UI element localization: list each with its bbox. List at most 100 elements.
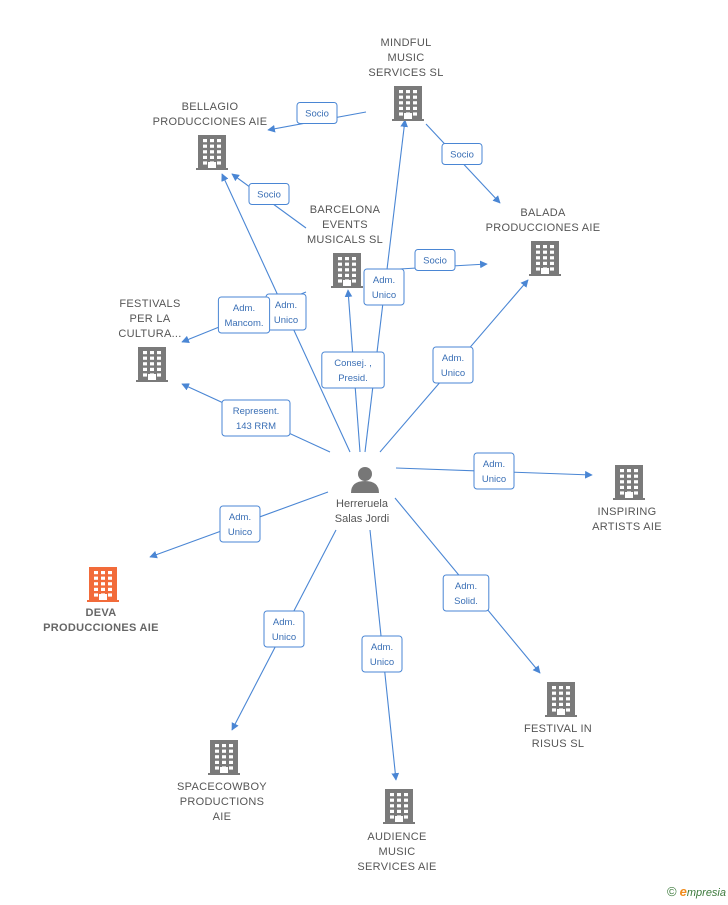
edge-label-box <box>217 296 271 334</box>
edge-label-6[interactable]: Consej. , Presid. <box>321 351 385 389</box>
building-icon <box>383 789 415 824</box>
edge-label-12[interactable]: Adm.Solid. <box>442 574 490 612</box>
node-label-line: MUSICALS SL <box>307 234 383 246</box>
edge-label-text: Adm. <box>275 300 297 311</box>
node-label-line: SPACECOWBOY <box>177 781 267 793</box>
building-icon <box>208 740 240 775</box>
node-label-line: FESTIVAL IN <box>524 723 592 735</box>
edge-label-text: Unico <box>482 474 506 485</box>
company-node-barcelona[interactable]: BARCELONA EVENTS MUSICALS SL <box>307 204 383 288</box>
edge-label-text: Adm. <box>442 353 464 364</box>
node-label-line: INSPIRING <box>598 506 657 518</box>
node-label-line: AUDIENCE <box>367 831 426 843</box>
copyright-symbol: © <box>667 884 677 899</box>
node-label-line: EVENTS <box>322 219 368 231</box>
edge-label-text: Adm. <box>273 617 295 628</box>
edge-label-box <box>473 452 515 490</box>
edge-label-text: Presid. <box>338 373 368 384</box>
edge-label-box <box>363 268 405 306</box>
edge-label-10[interactable]: Adm. Unico <box>473 452 515 490</box>
node-label-line: BELLAGIO <box>182 101 239 113</box>
building-icon <box>331 253 363 288</box>
edge-label-text: Unico <box>228 527 252 538</box>
edge-label-text: Unico <box>370 657 394 668</box>
company-node-inspiring[interactable]: INSPIRING ARTISTS AIE <box>592 465 662 533</box>
edge-label-1[interactable]: Socio <box>441 143 483 165</box>
node-label-line: MUSIC <box>379 846 416 858</box>
company-node-balada[interactable]: BALADA PRODUCCIONES AIE <box>486 207 601 276</box>
edge-label-box <box>221 399 291 437</box>
company-node-mindful[interactable]: MINDFUL MUSIC SERVICES SL <box>368 37 443 121</box>
node-label-line: PRODUCTIONS <box>180 796 265 808</box>
edge-label-text: Socio <box>450 150 474 161</box>
edge-label-text: Socio <box>305 109 329 120</box>
company-node-festivals[interactable]: FESTIVALS PER LA CULTURA... <box>118 298 181 382</box>
node-label-line: Herreruela <box>336 498 389 510</box>
node-label-line: BARCELONA <box>310 204 381 216</box>
edge-label-text: Adm. <box>483 459 505 470</box>
edge-label-2[interactable]: Socio <box>248 183 290 205</box>
edge-label-text: Adm. <box>373 275 395 286</box>
node-label-line: PRODUCCIONES AIE <box>43 622 159 634</box>
edge-label-box <box>248 183 290 205</box>
building-icon <box>613 465 645 500</box>
building-icon <box>136 347 168 382</box>
edge-label-text: Socio <box>257 190 281 201</box>
edge-label-text: Unico <box>372 290 396 301</box>
node-label-line: MINDFUL <box>381 37 432 49</box>
node-label-line: BALADA <box>520 207 566 219</box>
building-icon <box>545 682 577 717</box>
edge-label-9[interactable]: Represent. 143 RRM <box>221 399 291 437</box>
edge-label-3[interactable]: Socio <box>414 249 456 271</box>
edge-label-text: Socio <box>423 256 447 267</box>
edge-label-text: Represent. <box>233 406 279 417</box>
node-label-line: DEVA <box>86 607 117 619</box>
edge-label-text: Mancom. <box>224 318 263 329</box>
edge-label-box <box>441 143 483 165</box>
company-node-festival_risus[interactable]: FESTIVAL IN RISUS SL <box>524 682 592 750</box>
edge-label-11[interactable]: Adm. Unico <box>219 505 261 543</box>
edge-label-5[interactable]: Adm. Unico <box>265 293 307 331</box>
edge-label-text: Consej. , <box>334 358 372 369</box>
edge-labels-layer: SocioSocioSocioSocioAdm.UnicoAdm.UnicoCo… <box>217 102 515 673</box>
node-label-line: MUSIC <box>388 52 425 64</box>
edge-label-box <box>296 102 338 124</box>
node-label-line: FESTIVALS <box>119 298 180 310</box>
edge-label-box <box>442 574 490 612</box>
edge-label-0[interactable]: Socio <box>296 102 338 124</box>
node-label-line: Salas Jordi <box>335 513 389 525</box>
edge-label-box <box>414 249 456 271</box>
node-label-line: RISUS SL <box>532 738 585 750</box>
edge-label-text: Adm. <box>229 512 251 523</box>
edge-label-4[interactable]: Adm. Unico <box>363 268 405 306</box>
building-icon <box>392 86 424 121</box>
node-label-line: SERVICES SL <box>368 67 443 79</box>
company-node-deva[interactable]: DEVA PRODUCCIONES AIE <box>43 567 159 634</box>
node-label-line: PRODUCCIONES AIE <box>486 222 601 234</box>
edge-label-text: 143 RRM <box>236 421 276 432</box>
edge-label-text: Unico <box>274 315 298 326</box>
edge-label-box <box>361 635 403 673</box>
edge-label-box <box>321 351 385 389</box>
edge-label-text: Unico <box>272 632 296 643</box>
edge-label-box <box>263 610 305 648</box>
person-icon <box>351 467 379 493</box>
edge-label-14[interactable]: Adm.Unico <box>361 635 403 673</box>
edge-label-text: Adm. <box>455 581 477 592</box>
node-label-line: CULTURA... <box>118 328 181 340</box>
edge-label-text: Adm. <box>233 303 255 314</box>
edge-label-13[interactable]: Adm. Unico <box>263 610 305 648</box>
brand-footer[interactable]: ©empresia <box>667 884 726 899</box>
edge-label-box <box>219 505 261 543</box>
edge-label-7[interactable]: Adm.Unico <box>432 346 474 384</box>
edge-label-8[interactable]: Adm. Mancom. <box>217 296 271 334</box>
node-label-line: PER LA <box>130 313 171 325</box>
brand-name: mpresia <box>686 887 726 899</box>
node-label-line: ARTISTS AIE <box>592 521 662 533</box>
